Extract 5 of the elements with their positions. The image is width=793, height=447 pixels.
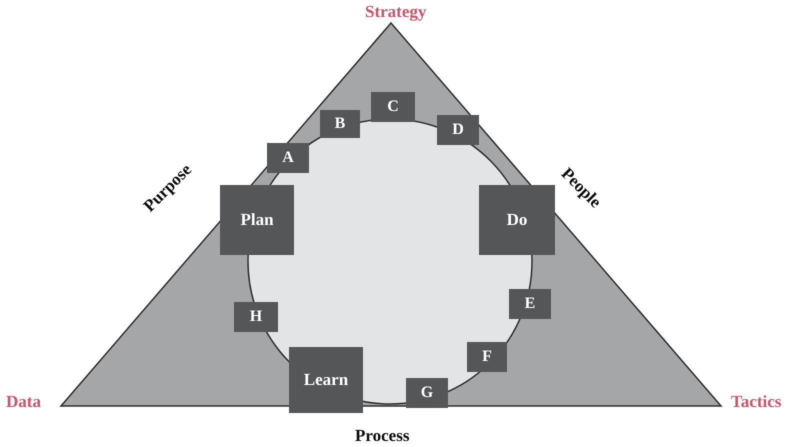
corner-label: Tactics bbox=[731, 392, 782, 412]
corner-label: Strategy bbox=[365, 2, 426, 22]
label-box: Learn bbox=[289, 347, 363, 413]
corner-label: Process bbox=[355, 426, 410, 446]
corner-label: Data bbox=[6, 392, 41, 412]
